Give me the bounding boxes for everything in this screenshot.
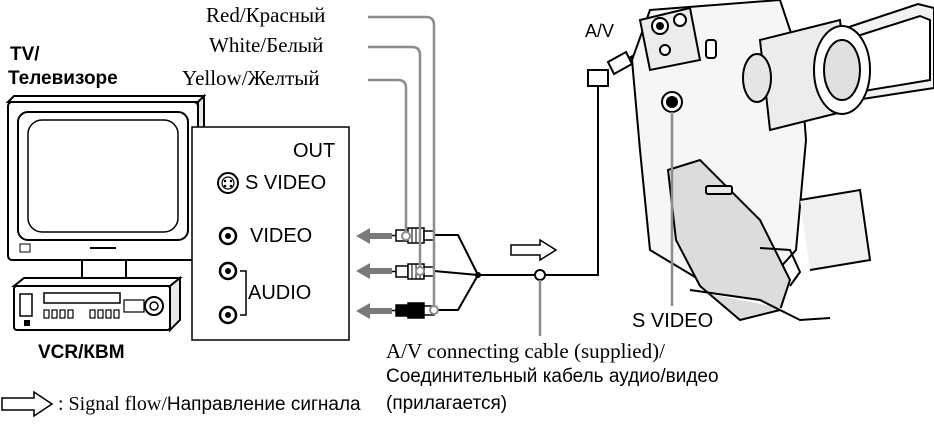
- cable-caption-line3: (прилагается): [386, 393, 508, 414]
- vcr-label-ru: КВМ: [83, 342, 125, 363]
- audio-left-jack-icon: [218, 261, 238, 281]
- signal-flow-arrow: [510, 238, 558, 262]
- s-video-jack-icon: [217, 172, 239, 194]
- video-jack-icon: [218, 226, 238, 246]
- cable-caption-line2: Соединительный кабель аудио/видео: [386, 366, 719, 387]
- legend-text-en: : Signal flow/: [58, 393, 167, 415]
- tv-illustration: [5, 93, 207, 263]
- legend-text: : Signal flow/Направление сигнала: [58, 393, 361, 416]
- label-white: White/Белый: [209, 33, 324, 57]
- vcr-illustration: [11, 275, 183, 333]
- cable-caption-line1: A/V connecting cable (supplied)/: [386, 339, 665, 363]
- tv-label-ru: Телевизоре: [8, 68, 118, 89]
- rca-plug-red: [392, 302, 435, 319]
- rca-plug-white: [392, 263, 435, 280]
- camera-svideo-label: S VIDEO: [632, 310, 714, 332]
- av-jack-label: A/V: [585, 21, 615, 41]
- audio-bracket: [240, 270, 247, 316]
- panel-out-label: OUT: [293, 140, 336, 162]
- panel-audio-label: AUDIO: [248, 282, 312, 304]
- audio-right-jack-icon: [218, 305, 238, 325]
- vcr-label: VCR/КВМ: [38, 342, 125, 364]
- legend-text-ru: Направление сигнала: [166, 394, 361, 415]
- panel-video-label: VIDEO: [250, 225, 313, 247]
- rca-plug-yellow: [392, 227, 435, 244]
- label-yellow: Yellow/Желтый: [182, 66, 320, 90]
- camcorder-illustration: [630, 0, 934, 322]
- tv-label: TV/: [10, 44, 40, 65]
- panel-svideo-label: S VIDEO: [245, 172, 327, 194]
- color-leader-wires: [368, 15, 436, 310]
- connection-panel: [191, 126, 350, 341]
- av-cable: [433, 86, 599, 311]
- signal-arrows: [356, 228, 392, 319]
- label-red: Red/Красный: [206, 3, 326, 27]
- vcr-label-en: VCR/: [38, 342, 84, 363]
- legend-arrow-icon: [1, 390, 54, 418]
